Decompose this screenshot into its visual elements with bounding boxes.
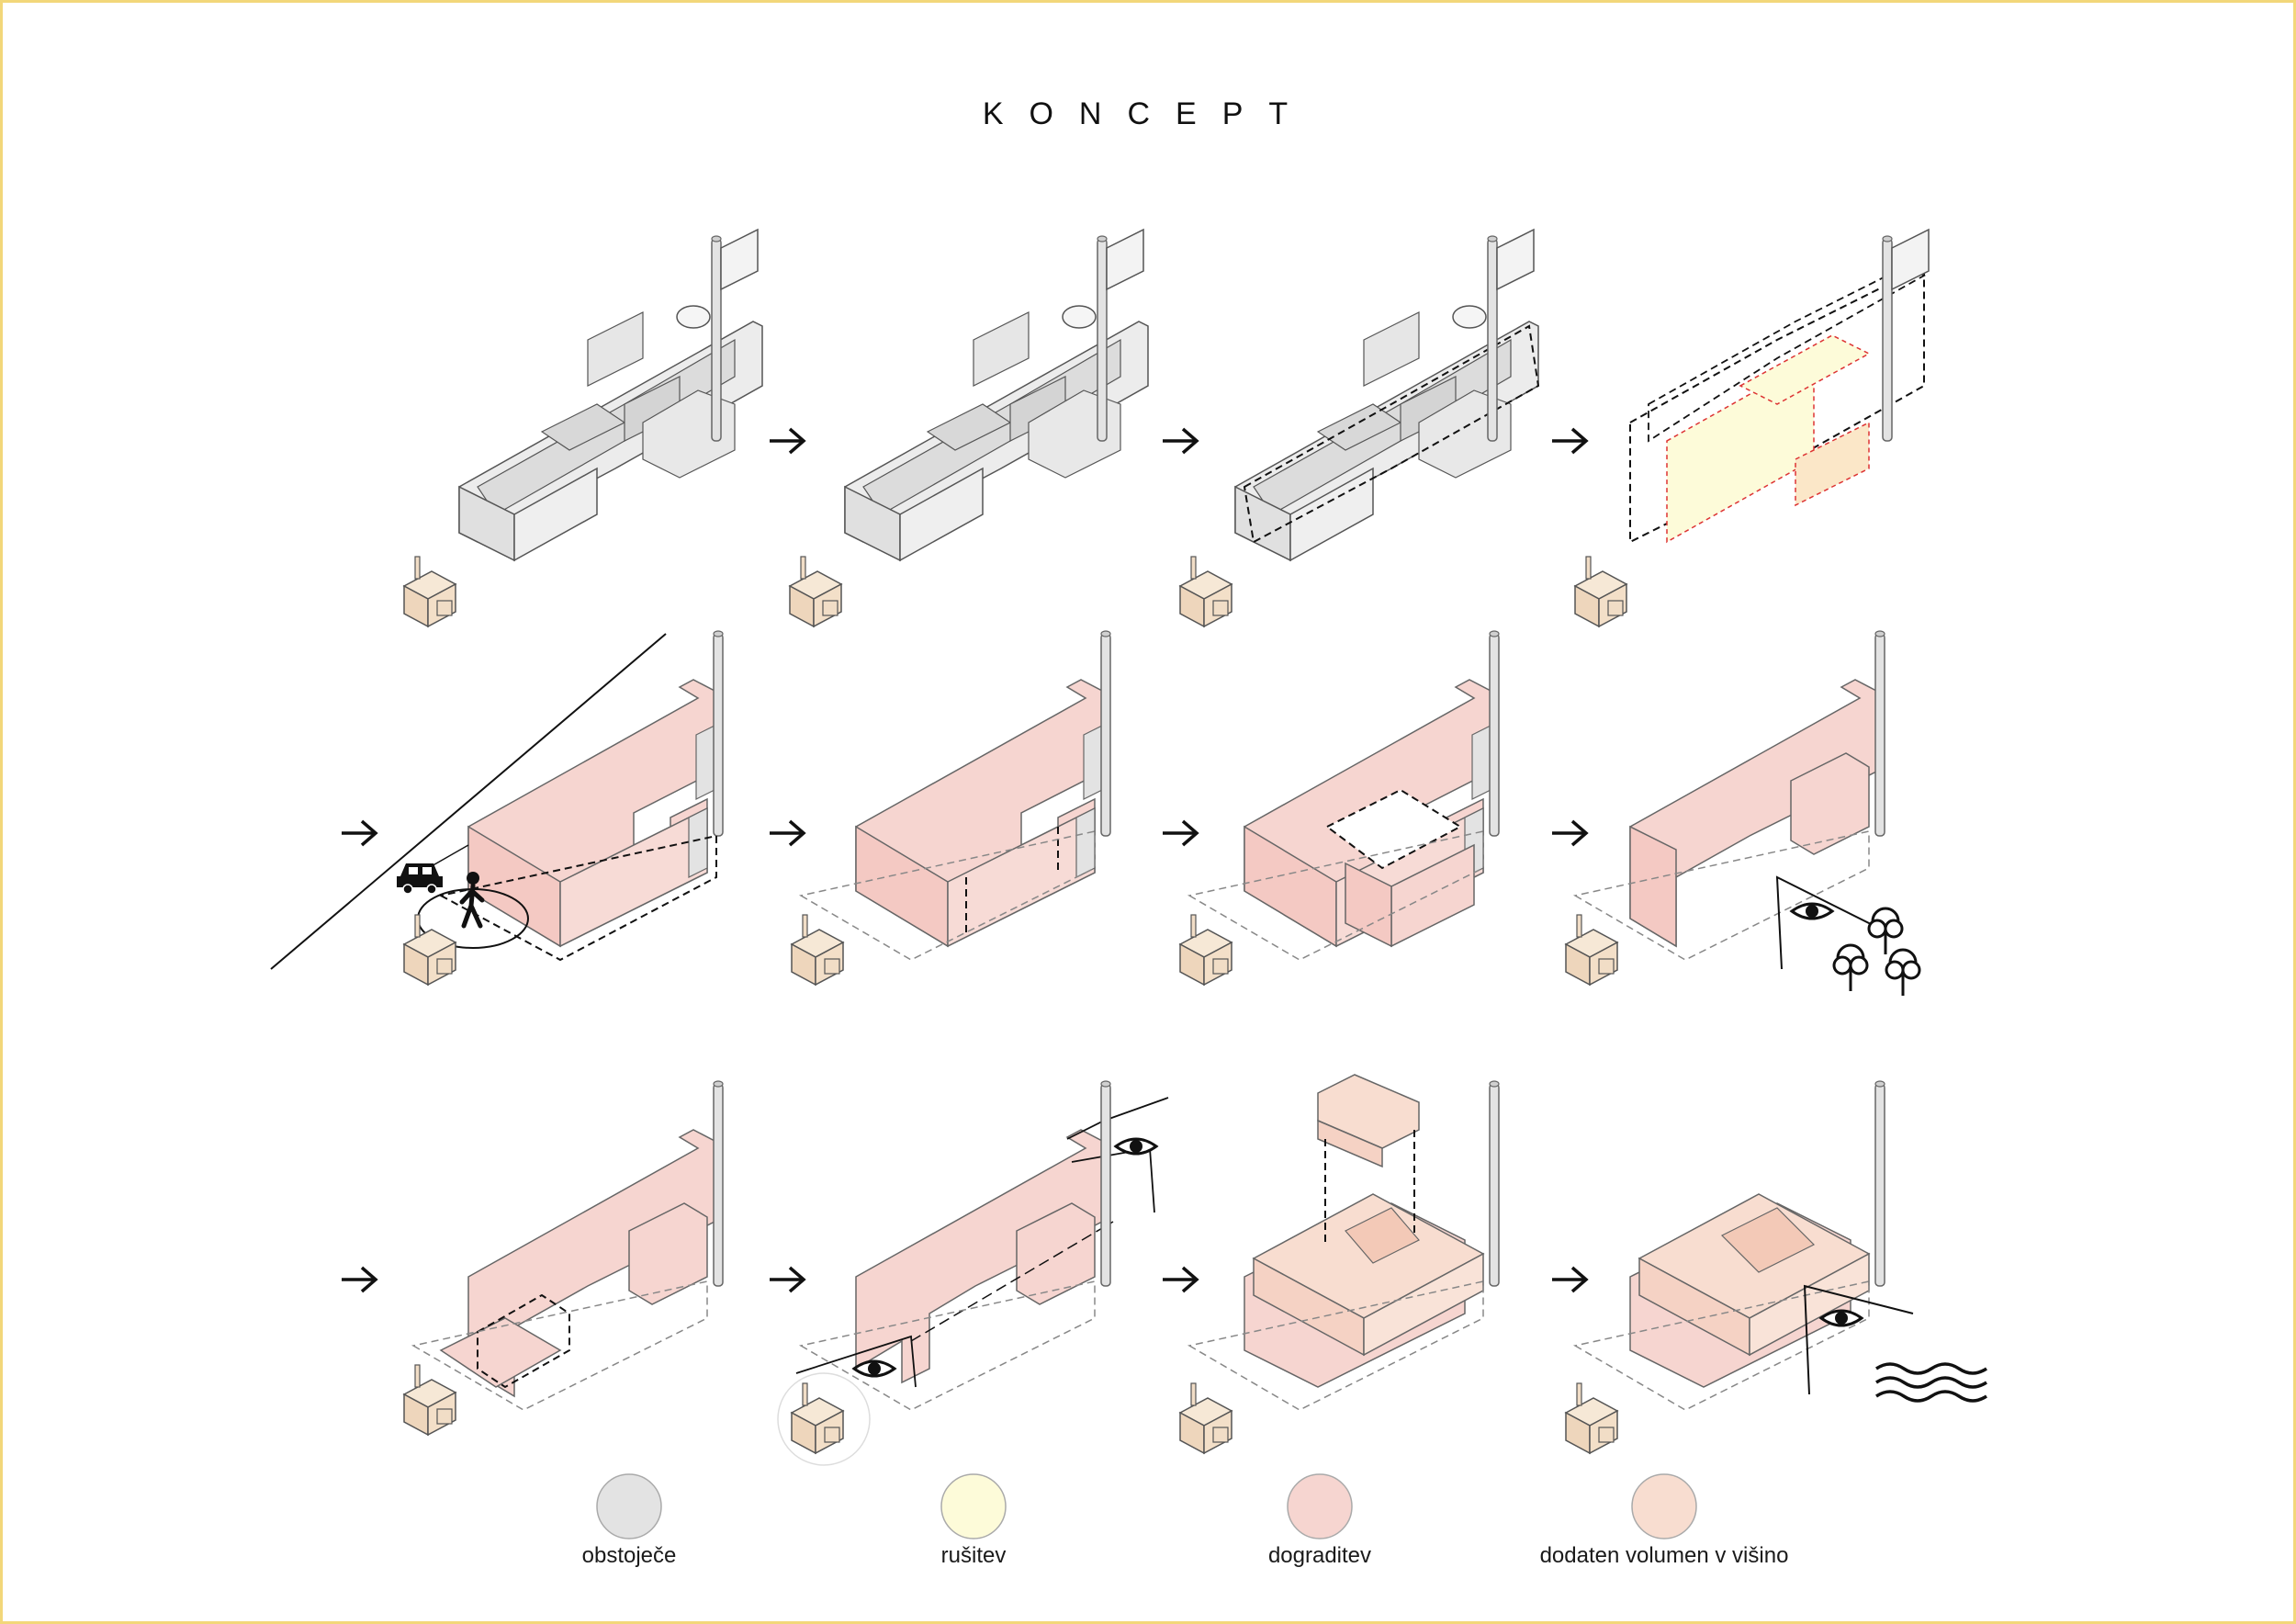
row-2	[270, 630, 1921, 998]
water-waves-icon	[1875, 1362, 1987, 1403]
arrow-right-icon	[1550, 427, 1588, 455]
arrow-right-icon	[1161, 819, 1199, 847]
panel-3-4	[1565, 1080, 1987, 1454]
eye-icon	[1790, 902, 1834, 920]
panel-1-4	[1574, 228, 1930, 627]
arrow-right-icon	[1550, 819, 1588, 847]
panel-3-2	[777, 1080, 1169, 1466]
legend-label-dograditev: dograditev	[1267, 1543, 1372, 1568]
panel-1-2	[789, 228, 1149, 627]
tree-icon	[1885, 948, 1921, 998]
panel-2-4	[1565, 630, 1921, 998]
row-1	[403, 228, 1930, 627]
tree-icon	[1867, 907, 1904, 956]
panel-3-1	[403, 1080, 724, 1436]
eye-icon	[1114, 1137, 1158, 1156]
arrow-right-icon	[340, 819, 377, 847]
legend-swatch-dodaten-volumen	[1631, 1473, 1697, 1539]
car-icon	[397, 863, 443, 895]
panel-2-1	[270, 630, 724, 986]
legend	[596, 1473, 1697, 1539]
legend-swatch-obstojece	[596, 1473, 662, 1539]
row-3	[340, 1074, 1987, 1466]
arrow-right-icon	[768, 1266, 805, 1293]
arrow-right-icon	[1161, 427, 1199, 455]
tree-icon	[1832, 943, 1869, 993]
arrow-right-icon	[1550, 1266, 1588, 1293]
panel-1-3	[1179, 228, 1540, 627]
arrow-right-icon	[768, 819, 805, 847]
panel-2-2	[791, 630, 1111, 986]
panel-1-1	[403, 228, 763, 627]
arrow-right-icon	[1161, 1266, 1199, 1293]
eye-icon	[1819, 1309, 1863, 1327]
legend-label-rusitev: rušitev	[940, 1543, 1007, 1568]
legend-swatch-dograditev	[1287, 1473, 1353, 1539]
arrow-right-icon	[768, 427, 805, 455]
panel-2-3	[1179, 630, 1500, 986]
legend-label-dodaten-volumen: dodaten volumen v višino	[1539, 1543, 1789, 1568]
legend-label-obstojece: obstoječe	[581, 1543, 677, 1568]
pedestrian-icon	[459, 872, 485, 929]
panel-3-3	[1179, 1074, 1500, 1454]
page-title: KONCEPT	[982, 96, 1314, 131]
legend-swatch-rusitev	[940, 1473, 1007, 1539]
eye-icon	[852, 1359, 896, 1378]
arrow-right-icon	[340, 1266, 377, 1293]
